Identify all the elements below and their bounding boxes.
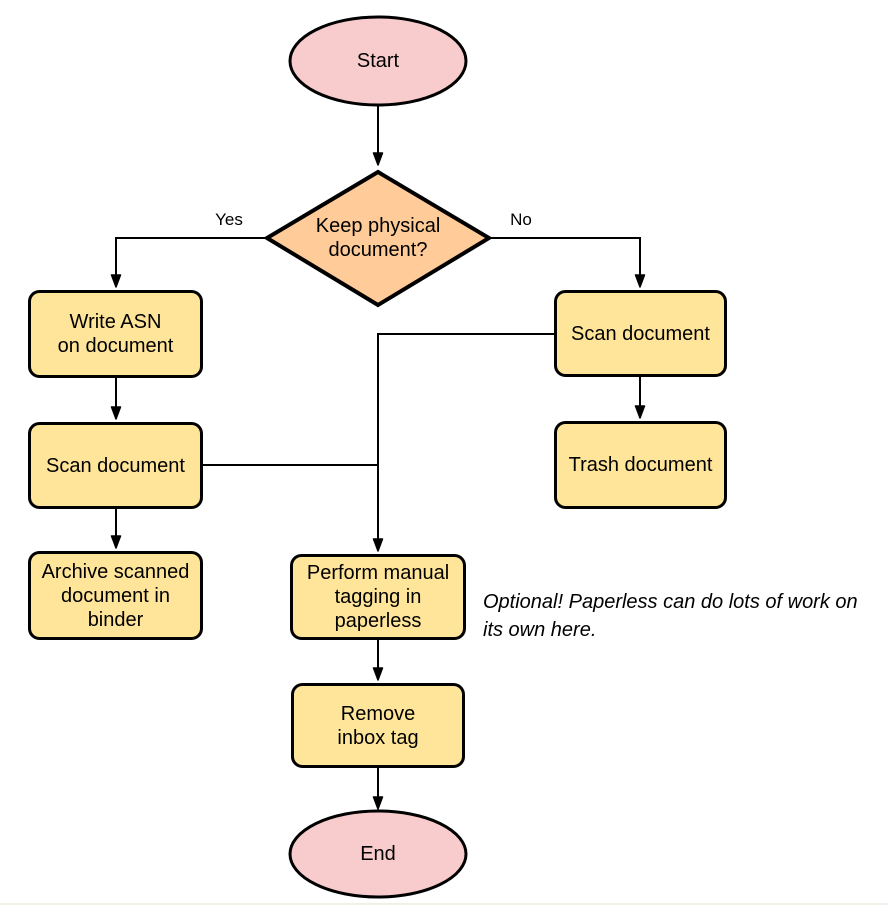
- trash-node: [554, 421, 727, 509]
- edge-decision-yes-to-write-asn: [110, 237, 265, 288]
- remove-inbox-label: Remove inbox tag: [337, 702, 419, 749]
- tagging-label: Perform manual tagging in paperless: [306, 562, 450, 632]
- end-label: End: [360, 843, 396, 865]
- bottom-divider: [0, 903, 888, 905]
- scan-keep-label: Scan document: [46, 454, 185, 477]
- archive-node: [28, 551, 203, 640]
- decision-node: [263, 169, 493, 308]
- decision-label: Keep physical document?: [315, 215, 441, 261]
- yes-edge-label: Yes: [215, 210, 243, 229]
- end-node: [288, 809, 468, 899]
- no-edge-label: No: [510, 210, 532, 229]
- remove-inbox-node: [291, 683, 465, 768]
- start-node: [288, 15, 468, 107]
- archive-label: Archive scanned document in binder: [41, 560, 190, 631]
- write-asn-label: Write ASN on document: [57, 311, 174, 357]
- edge-decision-no-to-scan-discard: [491, 237, 646, 288]
- scan-discard-label: Scan document: [571, 322, 710, 345]
- scan-keep-node: [28, 422, 203, 509]
- scan-discard-node: [554, 290, 727, 377]
- write-asn-node: [28, 290, 203, 378]
- trash-label: Trash document: [568, 454, 713, 476]
- optional-note: Optional! Paperless can do lots of work …: [483, 591, 858, 641]
- edge-scan-discard-to-tagging: [372, 333, 554, 552]
- tagging-node: [290, 554, 466, 640]
- start-label: Start: [356, 50, 400, 72]
